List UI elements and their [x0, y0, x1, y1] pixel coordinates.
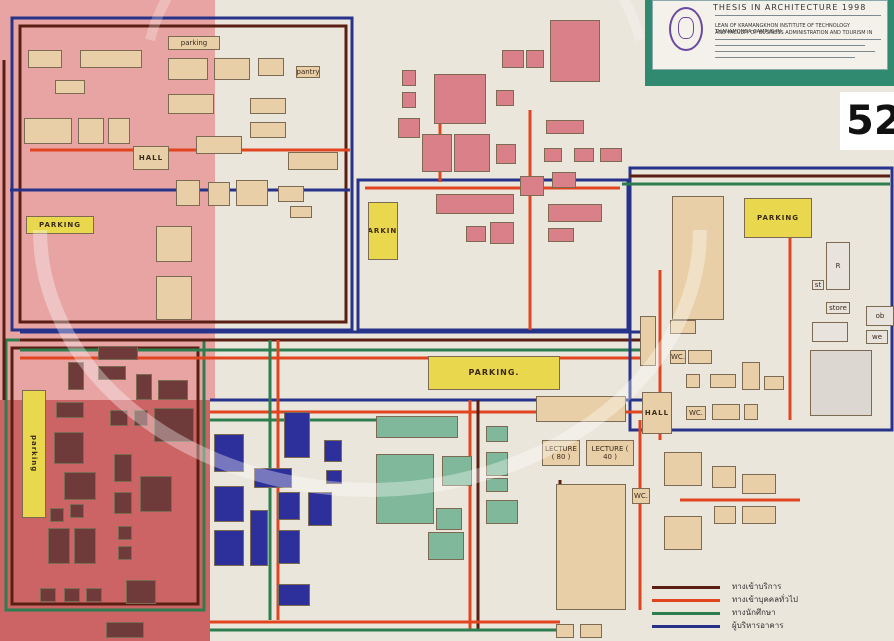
watermark-seal	[0, 0, 894, 641]
bubble-diagram-sheet: HALL parking pantry PARKING PARKING PARK…	[0, 0, 894, 641]
